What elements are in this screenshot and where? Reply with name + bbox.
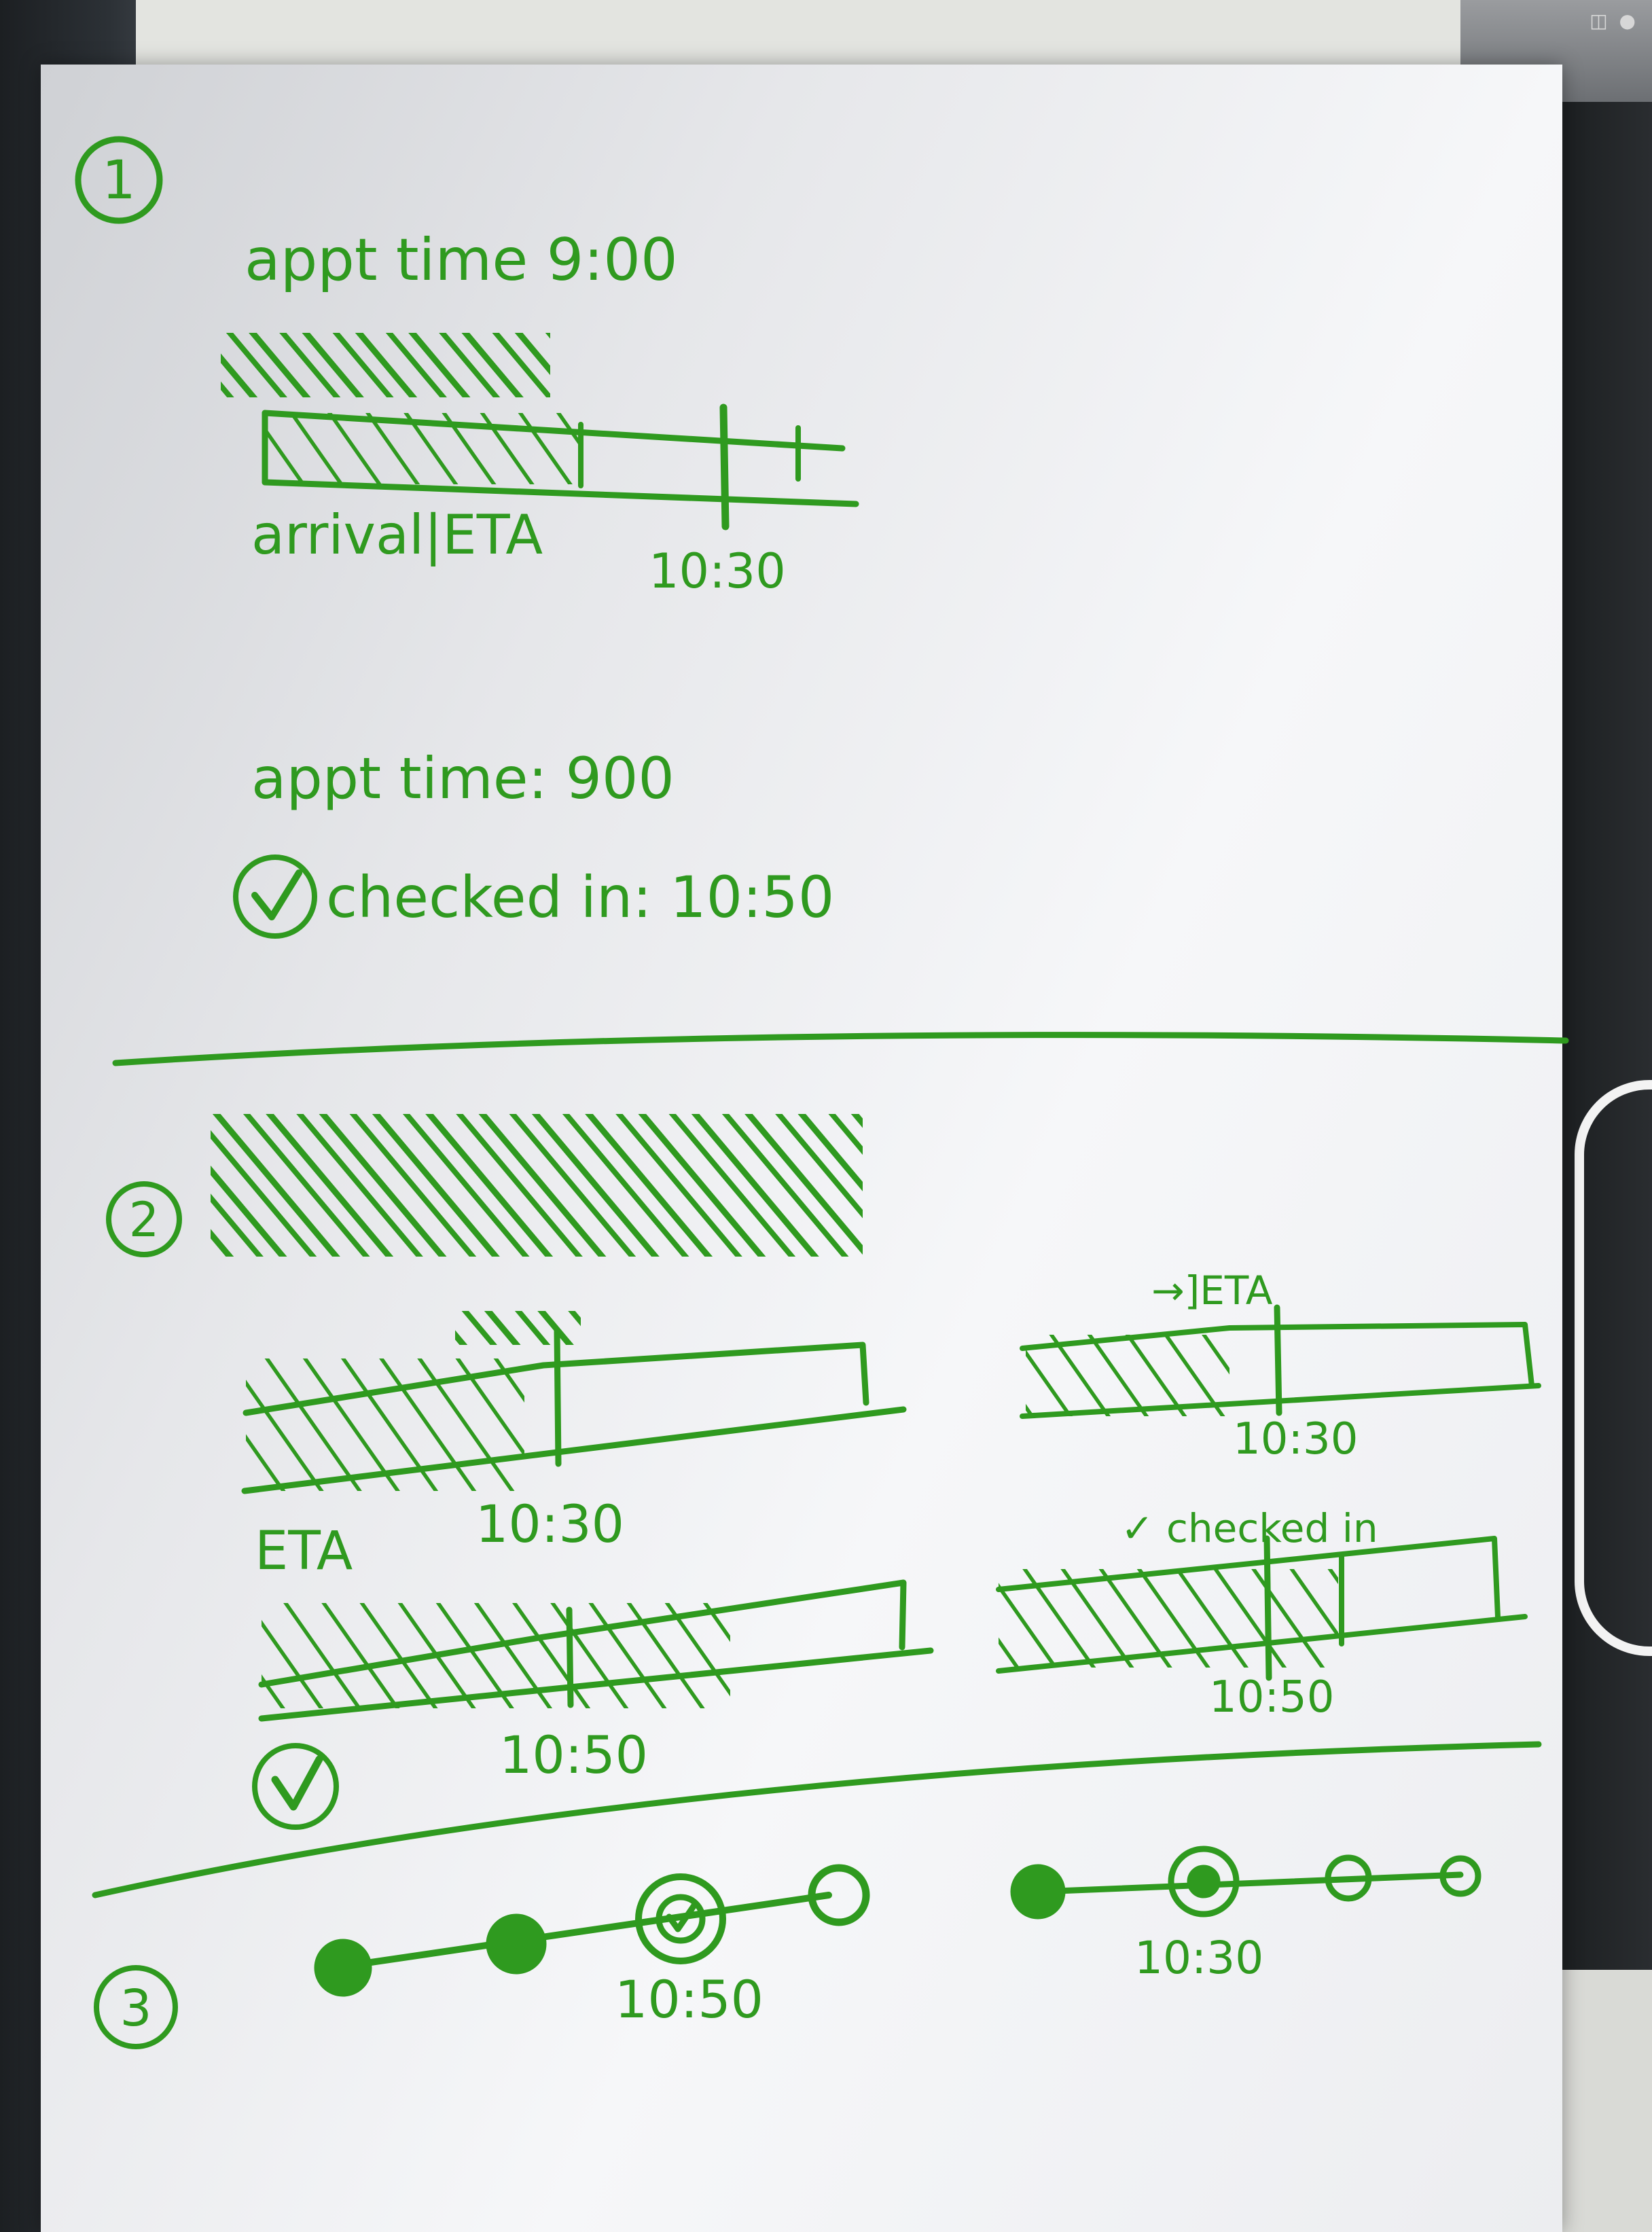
stepper-b [1010, 1846, 1482, 1920]
stepper-b-step-2-inner [1187, 1865, 1221, 1898]
checked-in-row: checked in: 10:50 [233, 854, 834, 939]
section-divider-2 [92, 1741, 1542, 1898]
check-icon [271, 1755, 323, 1811]
checkin-bar-c [258, 1579, 934, 1722]
eta-bar-a [241, 1311, 907, 1494]
checkmark-circle-icon [233, 854, 317, 939]
eta-bar-a-top-edge [243, 1342, 869, 1416]
stepper-a [314, 1864, 870, 1997]
appt-time-label-b: appt time: 900 [251, 745, 675, 812]
section-3-number: 3 [120, 1979, 151, 2038]
checkin-bar-d-label: ✓ checked in [1121, 1505, 1378, 1551]
device-indicator-icon: ◫ ● [1590, 10, 1638, 32]
stepper-b-step-1-done [1010, 1864, 1066, 1920]
eta-bar-b-label: →]ETA [1151, 1267, 1273, 1314]
check-circle-icon [252, 1743, 339, 1830]
stepper-b-time: 10:30 [1134, 1932, 1263, 1984]
section-2-marker: 2 [106, 1181, 182, 1257]
stepper-b-step-3-pending [1325, 1854, 1372, 1902]
eta-bar-a-time: 10:30 [475, 1494, 624, 1554]
checkin-bar-d [996, 1535, 1528, 1681]
scribbled-out-word [221, 333, 550, 397]
checkmark-icon [251, 869, 302, 920]
stepper-a-step-4-pending [808, 1864, 870, 1926]
section-3-marker: 3 [94, 1965, 178, 2049]
arrival-progress-bar [262, 403, 859, 530]
stepper-b-track [1036, 1871, 1464, 1895]
section-2-number: 2 [129, 1192, 160, 1248]
stepper-a-time: 10:50 [615, 1969, 764, 2030]
eta-bar-b-time: 10:30 [1233, 1414, 1358, 1464]
arrival-eta-label: arrival|ETA [251, 503, 543, 567]
checkin-bar-d-bottom-edge [996, 1614, 1528, 1674]
stepper-a-step-1-done [314, 1939, 372, 1997]
stepper-a-track [340, 1892, 832, 1970]
stepper-a-step-3-inner [656, 1894, 706, 1944]
stepper-b-step-4-pending [1439, 1855, 1482, 1897]
appt-time-label-a: appt time 9:00 [245, 226, 678, 294]
stepper-b-step-2-current [1168, 1846, 1240, 1918]
checkin-bar-c-check [252, 1743, 339, 1830]
section-1-number: 1 [102, 150, 136, 211]
eta-bar-a-scribble [455, 1311, 581, 1345]
section-1-marker: 1 [75, 136, 163, 224]
stepper-a-step-2-done [486, 1913, 547, 1975]
arrival-time-label: 10:30 [649, 543, 786, 599]
checkin-bar-d-outline [996, 1536, 1501, 1619]
section-2: 2 ETA 10:30 →]ETA 10:30 1 [106, 1114, 1541, 1830]
arrival-bar-marker [719, 403, 730, 530]
eta-bar-b-marker [1274, 1304, 1282, 1416]
checkin-bar-d-time: 10:50 [1209, 1672, 1334, 1723]
checkin-bar-c-marker [566, 1606, 574, 1708]
checkin-bar-d-marker [1263, 1535, 1272, 1681]
arrival-bar-bottom-edge [262, 479, 859, 507]
checked-in-label: checked in: 10:50 [326, 864, 834, 931]
eta-bar-a-fill [246, 1358, 524, 1491]
eta-bar-b-fill [1026, 1335, 1229, 1416]
scribbled-out-block [211, 1114, 863, 1257]
checkin-bar-c-bottom-edge [258, 1647, 934, 1722]
eta-bar-b-outline [1020, 1322, 1534, 1388]
section-divider-1 [112, 1032, 1569, 1066]
checkin-bar-c-time: 10:50 [499, 1725, 648, 1785]
stepper-a-check-icon [666, 1902, 698, 1932]
section-3: 3 10:50 10:30 [94, 1846, 1482, 2049]
eta-bar-a-bottom-edge [241, 1406, 907, 1494]
arrival-bar-top-edge [262, 410, 846, 452]
eta-bar-a-marker [554, 1328, 562, 1467]
eta-bar-b [1020, 1304, 1541, 1419]
section-1: 1 appt time 9:00 arrival|ETA 10:30 appt … [75, 136, 859, 939]
checkin-bar-c-top-edge [258, 1579, 907, 1688]
stepper-a-step-3-current [635, 1873, 726, 1964]
eta-bar-a-eta-label: ETA [255, 1521, 353, 1582]
